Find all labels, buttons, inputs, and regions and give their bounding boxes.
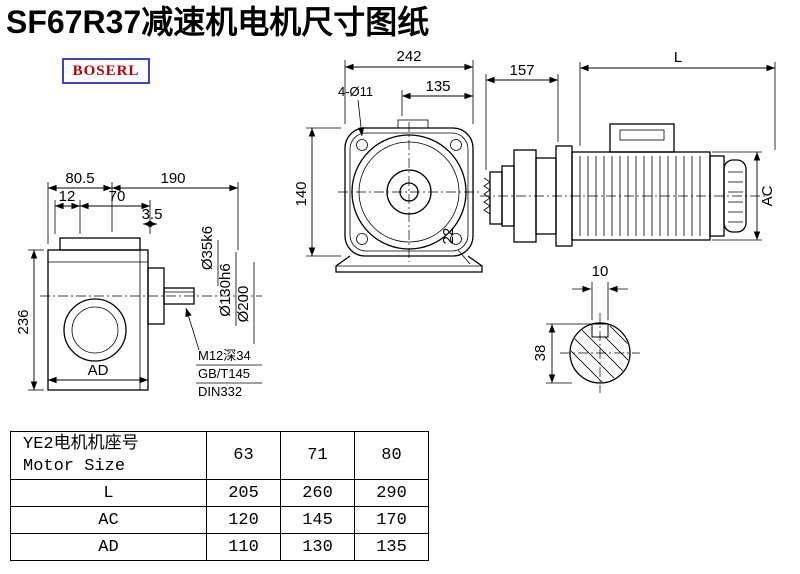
value-AD-80: 135 xyxy=(354,533,429,561)
mounting-foot xyxy=(335,255,483,273)
motor-size-header-cell: YE2电机机座号 Motor Size xyxy=(10,431,207,480)
value-L-71: 260 xyxy=(280,479,355,507)
bolt-hole xyxy=(450,139,462,151)
dim-236-label: 236 xyxy=(15,309,32,334)
bolt-hole xyxy=(356,233,368,245)
dim-157-label: 157 xyxy=(509,62,534,79)
size-column-71: 71 xyxy=(280,431,355,480)
table-header-row: YE2电机机座号 Motor Size 63 71 80 xyxy=(10,431,429,480)
note-thread-label: M12深34 xyxy=(198,348,251,363)
dim-242-label: 242 xyxy=(396,48,421,65)
shaft-section-view: 10 38 xyxy=(532,263,640,393)
dim-80-5-label: 80.5 xyxy=(65,170,94,187)
dim-10-label: 10 xyxy=(592,263,609,280)
dim-190-label: 190 xyxy=(160,170,185,187)
dim-L-label: L xyxy=(674,49,682,66)
dim-AC-label: AC xyxy=(759,185,776,206)
value-AC-80: 170 xyxy=(354,506,429,534)
table-row-AD: AD 110 130 135 xyxy=(10,533,429,561)
bolt-hole xyxy=(356,139,368,151)
motor-view: 157 L AC xyxy=(480,49,776,247)
table-row-L: L 205 260 290 xyxy=(10,479,429,507)
dim-38-label: 38 xyxy=(532,345,549,362)
dim-22-label: 22 xyxy=(440,228,457,245)
bolt-hole xyxy=(450,233,462,245)
dim-135-label: 135 xyxy=(425,78,450,95)
dim-12-label: 12 xyxy=(59,188,76,205)
fan-grille xyxy=(728,171,743,223)
boserl-logo: BOSERL xyxy=(62,58,150,84)
value-AC-63: 120 xyxy=(206,506,281,534)
dim-3-5-label: 3.5 xyxy=(142,206,163,223)
table-row-AC: AC 120 145 170 xyxy=(10,506,429,534)
page-title: SF67R37减速机电机尺寸图纸 xyxy=(6,4,430,40)
note-standard-label: GB/T145 xyxy=(198,366,250,381)
dim-140-label: 140 xyxy=(293,181,310,206)
header-cn: YE2电机机座号 xyxy=(23,434,139,454)
value-AC-71: 145 xyxy=(280,506,355,534)
dim-ad-label: AD xyxy=(88,362,109,379)
value-AD-63: 110 xyxy=(206,533,281,561)
motor-size-table: YE2电机机座号 Motor Size 63 71 80 L 205 260 2… xyxy=(10,431,429,561)
dim-bolt-holes-label: 4-Ø11 xyxy=(338,84,373,99)
row-label-AD: AD xyxy=(10,533,207,561)
header-en: Motor Size xyxy=(23,456,126,476)
note-din-label: DIN332 xyxy=(198,384,242,399)
dim-shaft-dia-label: Ø35k6 xyxy=(199,226,216,270)
dim-flange-dia-label: Ø200 xyxy=(235,286,252,323)
value-L-80: 290 xyxy=(354,479,429,507)
value-AD-71: 130 xyxy=(280,533,355,561)
row-label-L: L xyxy=(10,479,207,507)
dim-70-label: 70 xyxy=(109,188,126,205)
front-view: 242 135 4-Ø11 140 22 xyxy=(293,48,483,273)
terminal-box xyxy=(609,123,675,153)
size-column-63: 63 xyxy=(206,431,281,480)
side-view: 80.5 190 12 70 3.5 236 AD Ø35k6 Ø130h6 Ø… xyxy=(15,170,262,399)
row-label-AC: AC xyxy=(10,506,207,534)
size-column-80: 80 xyxy=(354,431,429,480)
housing-top-step xyxy=(59,237,141,251)
output-bore xyxy=(63,298,127,362)
dim-spigot-dia-label: Ø130h6 xyxy=(217,263,234,316)
value-L-63: 205 xyxy=(206,479,281,507)
technical-drawing: 80.5 190 12 70 3.5 236 AD Ø35k6 Ø130h6 Ø… xyxy=(15,48,776,399)
boserl-logo-text: BOSERL xyxy=(72,62,140,79)
